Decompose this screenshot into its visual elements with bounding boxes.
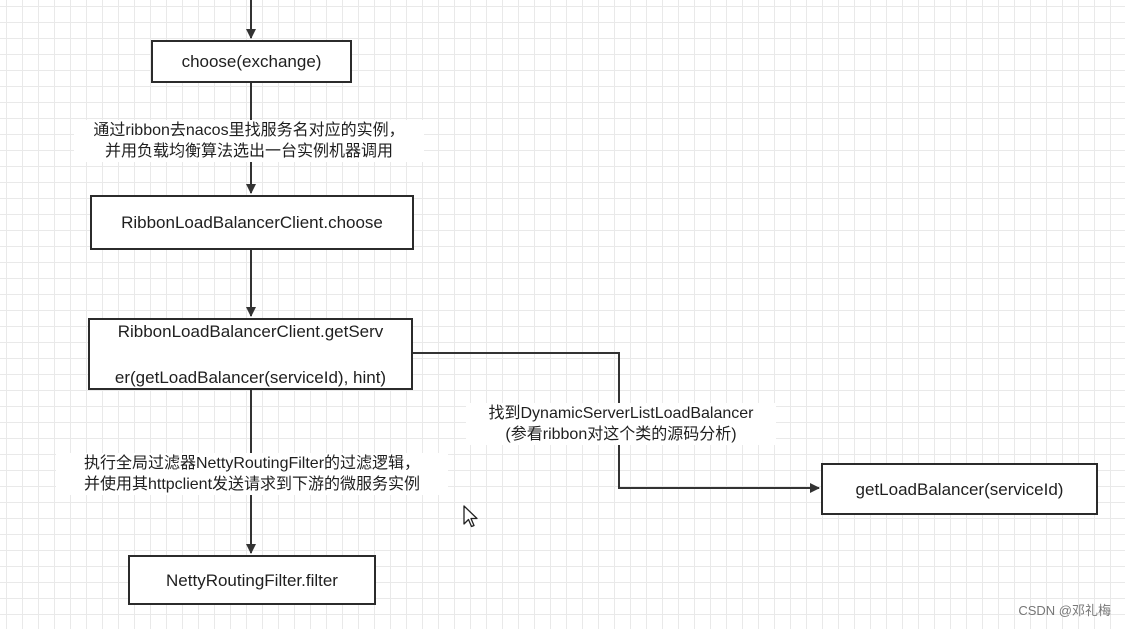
ribbon-getserver-label-line2: er(getLoadBalancer(serviceId), hint) [114,367,387,387]
ribbon-nacos-annotation-line2: 并用负载均衡算法选出一台实例机器调用 [104,143,393,160]
get-load-balancer-node[interactable]: getLoadBalancer(serviceId) [821,463,1098,515]
ribbon-getserver-label: RibbonLoadBalancerClient.getServ er(getL… [115,297,386,412]
ribbon-choose-node[interactable]: RibbonLoadBalancerClient.choose [90,195,414,250]
dynamic-server-annotation-line2: (参看ribbon对这个类的源码分析) [505,426,737,443]
netty-filter-node[interactable]: NettyRoutingFilter.filter [128,555,376,605]
dynamic-server-annotation: 找到DynamicServerListLoadBalancer (参看ribbo… [466,403,776,445]
watermark: CSDN @邓礼梅 [1018,603,1111,618]
netty-filter-label: NettyRoutingFilter.filter [166,570,338,590]
netty-global-filter-annotation-line1: 执行全局过滤器NettyRoutingFilter的过滤逻辑， [83,455,421,472]
ribbon-nacos-annotation-line1: 通过ribbon去nacos里找服务名对应的实例， [93,122,405,139]
dynamic-server-annotation-line1: 找到DynamicServerListLoadBalancer [488,405,754,422]
netty-global-filter-annotation-line2: 并使用其httpclient发送请求到下游的微服务实例 [83,476,421,493]
ribbon-choose-label: RibbonLoadBalancerClient.choose [121,213,383,232]
ribbon-getserver-label-line1: RibbonLoadBalancerClient.getServ [117,321,384,341]
choose-exchange-label: choose(exchange) [181,52,322,71]
choose-exchange-node[interactable]: choose(exchange) [151,40,352,83]
mouse-pointer-icon [463,505,479,534]
netty-global-filter-annotation: 执行全局过滤器NettyRoutingFilter的过滤逻辑， 并使用其http… [56,453,448,495]
ribbon-nacos-annotation: 通过ribbon去nacos里找服务名对应的实例， 并用负载均衡算法选出一台实例… [74,120,424,162]
get-load-balancer-label: getLoadBalancer(serviceId) [855,479,1064,499]
ribbon-getserver-node[interactable]: RibbonLoadBalancerClient.getServ er(getL… [88,318,413,390]
